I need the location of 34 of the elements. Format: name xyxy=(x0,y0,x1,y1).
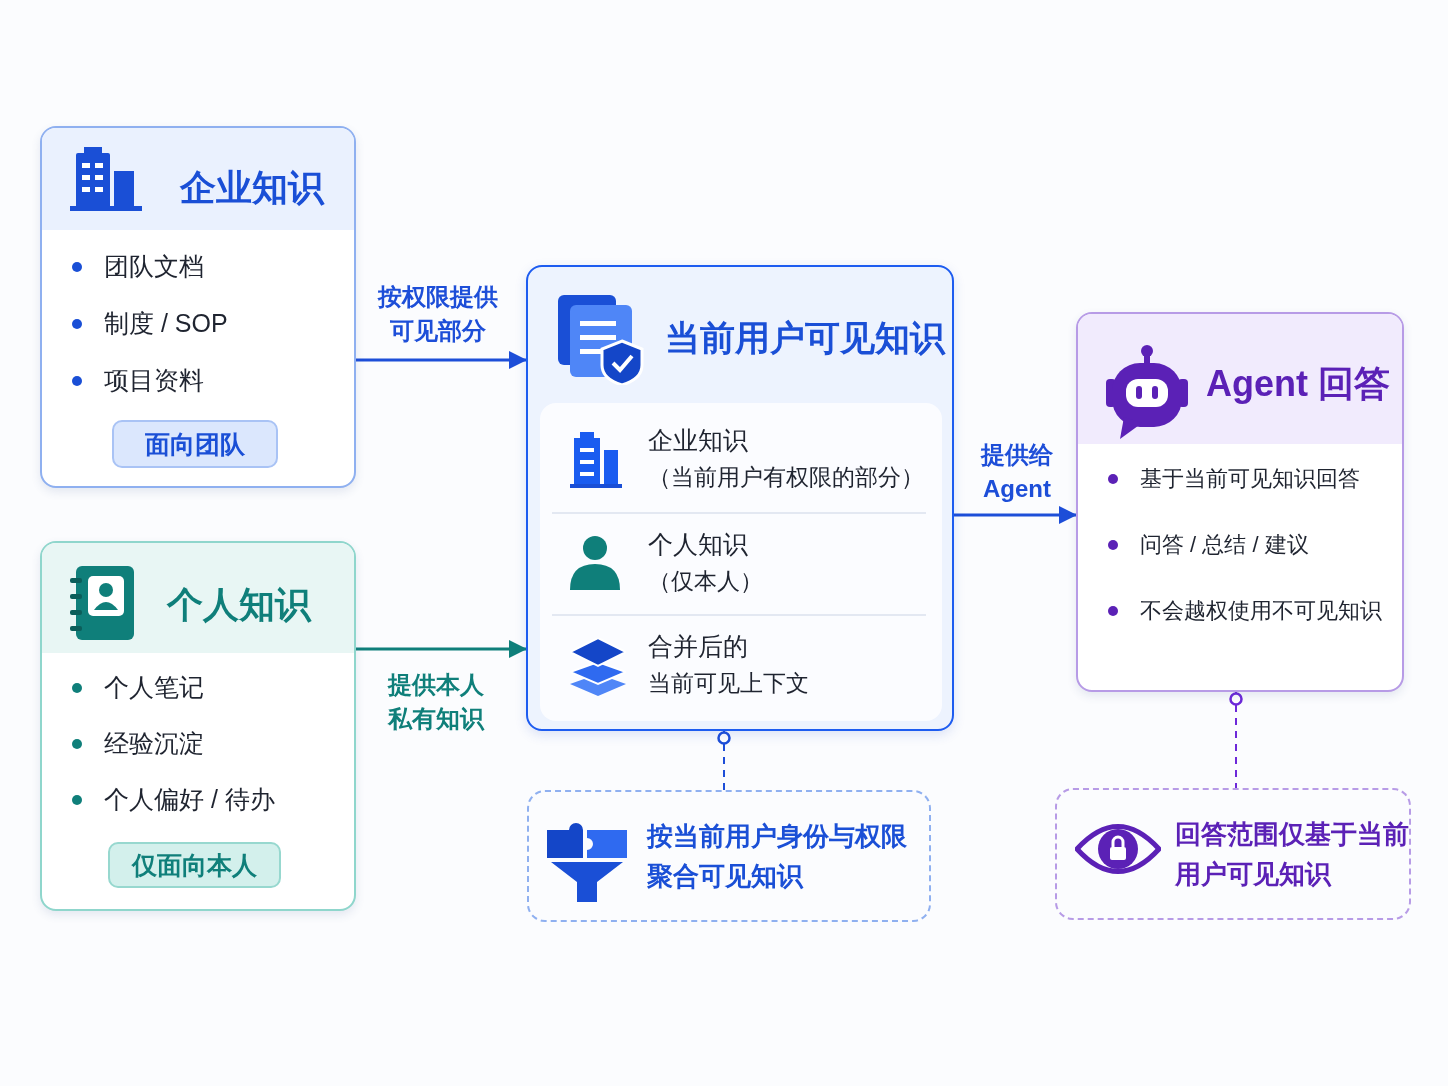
arrow xyxy=(954,506,1077,524)
tag-pill: 仅面向本人 xyxy=(108,842,281,888)
connector-line xyxy=(717,730,731,791)
tag-pill: 面向团队 xyxy=(112,420,278,468)
arrow xyxy=(356,351,527,369)
row-text: （仅本人） xyxy=(648,567,763,596)
knowledge-panel xyxy=(526,265,954,731)
row-text: 当前可见上下文 xyxy=(648,669,809,698)
bullet-item: 经验沉淀 xyxy=(70,727,204,760)
knowledge-card xyxy=(40,126,356,488)
row-text: 个人知识 xyxy=(648,529,748,560)
note-text: 回答范围仅基于当前用户可见知识 xyxy=(1175,818,1409,892)
card-title: 个人知识 xyxy=(167,583,311,627)
bullet-item: 团队文档 xyxy=(70,250,204,283)
row-text: 企业知识 xyxy=(648,425,748,456)
note-box xyxy=(527,790,931,922)
bullet-item: 问答 / 总结 / 建议 xyxy=(1106,530,1309,560)
connector-line xyxy=(1229,691,1243,789)
bullet-item: 个人偏好 / 待办 xyxy=(70,783,275,816)
knowledge-card xyxy=(40,541,356,911)
note-text: 按当前用户身份与权限聚合可见知识 xyxy=(647,820,908,894)
arrow xyxy=(356,640,527,658)
row-text: （当前用户有权限的部分） xyxy=(648,463,924,492)
card-title: Agent 回答 xyxy=(1206,362,1390,406)
bullet-item: 不会越权使用不可见知识 xyxy=(1106,596,1382,626)
panel-title: 当前用户可见知识 xyxy=(665,317,945,359)
row-text: 合并后的 xyxy=(648,631,748,662)
bullet-item: 制度 / SOP xyxy=(70,307,228,340)
bullet-item: 个人笔记 xyxy=(70,671,204,704)
bullet-item: 基于当前可见知识回答 xyxy=(1106,464,1360,494)
bullet-item: 项目资料 xyxy=(70,364,204,397)
knowledge-card xyxy=(1076,312,1404,692)
card-title: 企业知识 xyxy=(180,166,324,210)
note-box xyxy=(1055,788,1411,920)
